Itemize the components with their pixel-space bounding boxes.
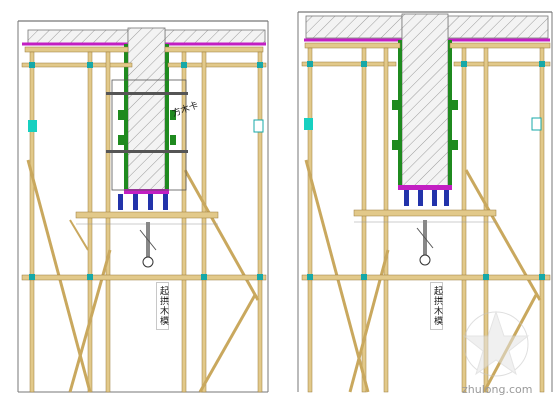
left-side-block-2 <box>170 110 176 120</box>
left-jack-nut <box>142 256 154 268</box>
right-beam-side-form-r <box>448 40 452 190</box>
left-clamp-teal-9 <box>201 274 207 280</box>
watermark-logo <box>462 310 530 377</box>
right-panel <box>297 11 553 393</box>
left-clamp-teal-7 <box>29 274 35 280</box>
left-clamp-bolt-2 <box>133 194 138 210</box>
right-side-block-1 <box>392 100 398 110</box>
right-clamp-teal-6 <box>531 117 542 131</box>
right-clamp-teal-1 <box>307 61 313 67</box>
left-beam-bottom-form <box>124 189 169 194</box>
left-brace-5 <box>198 294 257 393</box>
left-clamp-teal-8 <box>87 274 93 280</box>
left-clamp-bar-1 <box>106 92 188 95</box>
left-clamp-teal-3 <box>181 62 187 68</box>
left-upright-4 <box>181 51 187 393</box>
right-ledger-top-r <box>453 61 551 67</box>
right-upright-6 <box>539 47 545 393</box>
right-jack-zig <box>416 227 434 249</box>
left-cross-beam <box>75 211 219 219</box>
left-beam-side-form-l <box>124 44 128 194</box>
right-clamp-teal-10 <box>539 274 545 280</box>
left-upright-3 <box>105 51 111 393</box>
right-clamp-bolt-3 <box>432 190 437 206</box>
right-beam <box>401 13 449 190</box>
left-upright-1 <box>29 51 35 393</box>
left-jack-zig <box>139 229 157 251</box>
left-ledger-top-r <box>167 62 267 68</box>
right-joist-2 <box>449 42 551 49</box>
left-side-block-1 <box>118 110 124 120</box>
left-ledger-low <box>21 274 267 281</box>
left-upright-6 <box>257 51 263 393</box>
left-brace-3 <box>183 169 260 301</box>
right-upright-4 <box>461 47 467 393</box>
left-clamp-teal-4 <box>257 62 263 68</box>
left-clamp-teal-10 <box>257 274 263 280</box>
left-brace-2 <box>68 249 112 393</box>
watermark-text: zhulong.com <box>462 383 533 396</box>
right-ledger-top-l <box>301 61 397 67</box>
left-clamp-frame <box>111 79 187 191</box>
right-clamp-bolt-2 <box>418 190 423 206</box>
left-clamp-teal-5 <box>28 120 37 132</box>
left-joist-2 <box>164 46 264 53</box>
left-upright-2 <box>87 51 93 393</box>
right-clamp-bolt-1 <box>404 190 409 206</box>
right-clamp-teal-9 <box>483 274 489 280</box>
right-slab-left <box>305 15 403 39</box>
left-clamp-teal-6 <box>253 119 264 133</box>
right-clamp-teal-7 <box>307 274 313 280</box>
right-clamp-teal-2 <box>361 61 367 67</box>
right-upright-5 <box>483 47 489 393</box>
left-beam <box>127 27 166 194</box>
right-side-block-2 <box>452 100 458 110</box>
left-side-block-4 <box>170 135 176 145</box>
right-upright-1 <box>307 47 313 393</box>
left-clamp-bar-2 <box>106 150 188 153</box>
left-clamp-bolt-4 <box>163 194 168 210</box>
right-side-block-3 <box>392 140 398 150</box>
right-jack-nut <box>419 254 431 266</box>
right-stripping-label: 起拱木模 <box>430 282 443 330</box>
left-ledger-top-l <box>21 62 133 68</box>
left-slab-right <box>164 29 266 45</box>
left-panel <box>17 20 269 393</box>
right-clamp-teal-8 <box>361 274 367 280</box>
left-stripping-label: 起拱木模 <box>156 282 169 330</box>
right-upright-3 <box>383 47 389 393</box>
right-beam-side-form-l <box>398 40 402 190</box>
left-slab-left <box>27 29 129 45</box>
right-brace-3 <box>464 169 542 301</box>
right-joist-1 <box>304 42 401 49</box>
left-clamp-teal-1 <box>29 62 35 68</box>
right-ledger-low <box>301 274 551 281</box>
left-side-block-3 <box>118 135 124 145</box>
right-beam-bottom-form <box>398 185 452 190</box>
left-beam-side-form-r <box>165 44 169 194</box>
left-joist-1 <box>24 46 129 53</box>
left-brace-4 <box>69 219 89 251</box>
right-side-block-4 <box>452 140 458 150</box>
right-clamp-teal-3 <box>461 61 467 67</box>
right-upright-2 <box>361 47 367 393</box>
left-clamp-bolt-1 <box>118 194 123 210</box>
right-brace-2 <box>348 249 390 393</box>
left-clamp-bolt-3 <box>148 194 153 210</box>
left-clamp-teal-2 <box>87 62 93 68</box>
right-slab-right <box>447 15 549 39</box>
right-cross-beam <box>353 209 497 217</box>
right-clamp-teal-5 <box>304 118 313 130</box>
right-clamp-bolt-4 <box>444 190 449 206</box>
left-upright-5 <box>201 51 207 393</box>
right-clamp-teal-4 <box>539 61 545 67</box>
